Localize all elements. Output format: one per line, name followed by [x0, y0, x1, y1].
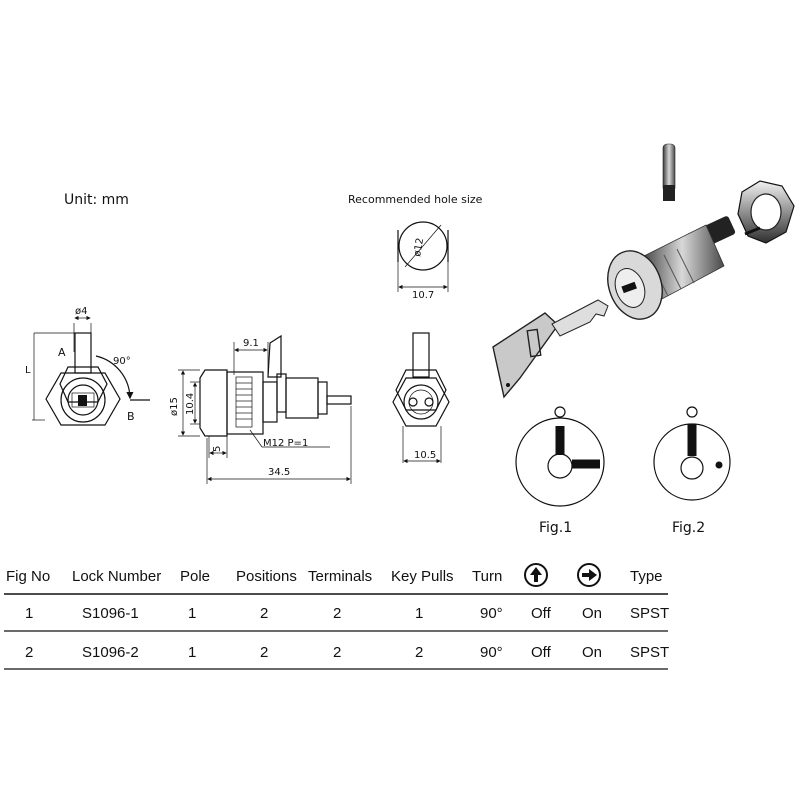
dim-diameter-15: ø15 — [169, 397, 180, 416]
dim-34-5: 34.5 — [268, 467, 290, 478]
dim-9-1: 9.1 — [243, 338, 259, 349]
front-view-drawing: ø4 A L 90° B — [25, 306, 150, 426]
product-illustration — [492, 143, 795, 399]
up-arrow-circle-icon — [524, 563, 548, 587]
cell-terminals: 2 — [333, 644, 341, 661]
cell-up-state: Off — [531, 605, 552, 622]
rear-width-label: 10.5 — [414, 450, 436, 461]
thread-spec: M12 P=1 — [263, 438, 308, 449]
dim-10-4: 10.4 — [185, 393, 196, 415]
cell-right-state: On — [582, 644, 602, 661]
cell-fig-no: 1 — [25, 605, 33, 622]
table-row: 2 S1096-2 1 2 2 2 90° Off On SPST — [25, 644, 669, 661]
cell-turn: 90° — [480, 605, 503, 622]
cell-pole: 1 — [188, 605, 196, 622]
fig2-diagram: Fig.2 — [653, 406, 731, 536]
cell-right-state: On — [582, 605, 602, 622]
right-arrow-circle-icon — [577, 563, 601, 587]
fig1-label: Fig.1 — [539, 520, 572, 536]
label-l: L — [25, 365, 31, 376]
cell-terminals: 2 — [333, 605, 341, 622]
hole-title: Recommended hole size — [348, 193, 483, 206]
hole-width-label: 10.7 — [412, 290, 434, 301]
unit-note: Unit: mm — [64, 192, 129, 208]
header-key-pulls: Key Pulls — [391, 568, 454, 585]
cell-type: SPST — [630, 644, 669, 661]
cell-lock-number: S1096-1 — [82, 605, 139, 622]
angle-label: 90° — [113, 356, 131, 367]
cell-type: SPST — [630, 605, 669, 622]
recommended-hole-diagram: Recommended hole size ø12 10.7 — [348, 193, 483, 301]
header-type: Type — [630, 568, 663, 585]
fig2-label: Fig.2 — [672, 520, 705, 536]
spec-table: Fig No Lock Number Pole Positions Termin… — [4, 563, 669, 670]
hole-diameter-label: ø12 — [412, 237, 426, 257]
header-terminals: Terminals — [308, 568, 372, 585]
cell-lock-number: S1096-2 — [82, 644, 139, 661]
header-pole: Pole — [180, 568, 210, 585]
dim-5: 5 — [212, 446, 223, 452]
pin-diameter-label: ø4 — [75, 306, 87, 317]
table-row: 1 S1096-1 1 2 2 1 90° Off On SPST — [25, 605, 669, 622]
fig1-diagram: Fig.1 — [515, 406, 605, 536]
cell-up-state: Off — [531, 644, 552, 661]
cell-fig-no: 2 — [25, 644, 33, 661]
label-a: A — [58, 346, 66, 359]
label-b: B — [127, 410, 135, 423]
header-positions: Positions — [236, 568, 297, 585]
table-header: Fig No Lock Number Pole Positions Termin… — [6, 563, 663, 587]
header-turn: Turn — [472, 568, 502, 585]
cell-positions: 2 — [260, 605, 268, 622]
cell-key-pulls: 1 — [415, 605, 423, 622]
header-lock-number: Lock Number — [72, 568, 161, 585]
cell-turn: 90° — [480, 644, 503, 661]
cell-positions: 2 — [260, 644, 268, 661]
side-view-drawing: 9.1 ø15 10.4 5 M12 P=1 34.5 — [169, 334, 352, 484]
header-fig-no: Fig No — [6, 568, 50, 585]
cell-pole: 1 — [188, 644, 196, 661]
rear-view-drawing: 10.5 — [392, 332, 450, 464]
cell-key-pulls: 2 — [415, 644, 423, 661]
